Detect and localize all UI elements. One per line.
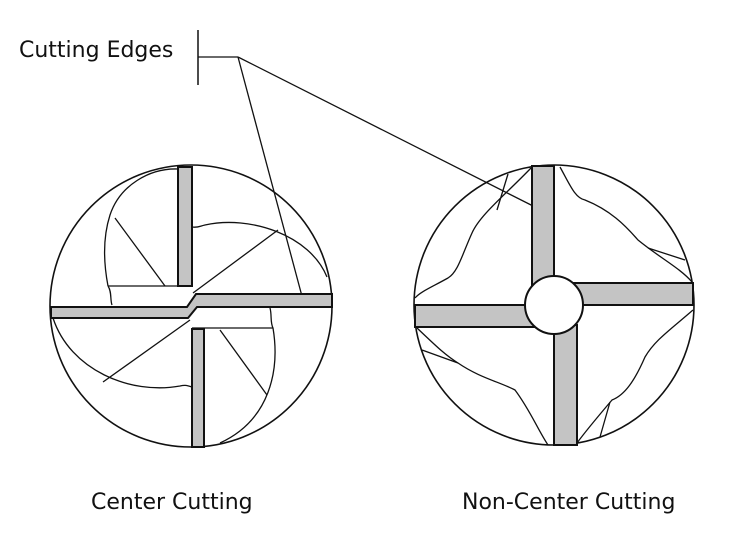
cutting-edge-bottom xyxy=(191,328,205,448)
non-center-cutting-end-mill xyxy=(413,164,695,446)
cutting-edge-left xyxy=(414,304,538,328)
cutting-edge-bottom xyxy=(553,324,578,446)
callout-lines xyxy=(197,30,542,301)
cutting-edge-center xyxy=(50,293,333,319)
cutting-edge-top xyxy=(531,165,555,287)
cutting-edge-top xyxy=(177,166,193,287)
cutting-edge-right xyxy=(571,282,694,306)
center-cutting-end-mill xyxy=(49,164,333,448)
center-cutting-caption: Center Cutting xyxy=(91,490,253,515)
cutting-edges-label: Cutting Edges xyxy=(19,38,174,63)
non-center-cutting-caption: Non-Center Cutting xyxy=(462,490,676,515)
